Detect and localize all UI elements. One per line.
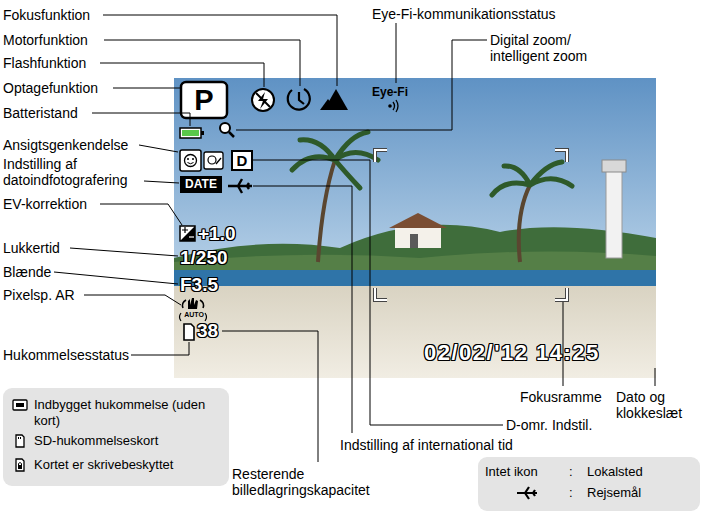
callout-label: D-omr. Indstil.	[506, 417, 592, 433]
airplane-icon	[228, 179, 252, 193]
ev-icon	[180, 226, 195, 241]
timer-hand	[299, 92, 304, 104]
focus-infinity-icon	[320, 99, 336, 110]
focus-frame	[375, 150, 567, 300]
tower	[606, 170, 622, 258]
callout-label: Hukommelsesstatus	[3, 347, 129, 363]
timer-icon	[288, 89, 310, 110]
callout-label: Digital zoom/ intelligent zoom	[490, 32, 615, 64]
screen-readout: F3.5	[180, 274, 218, 296]
hills-front	[174, 251, 656, 272]
panel-text: SD-hukommelseskort	[34, 433, 206, 449]
palm-trunk	[318, 160, 335, 262]
screen-sky	[174, 78, 656, 378]
beach	[174, 286, 656, 378]
panel-text: :	[569, 464, 587, 480]
panel-text: Intet ikon	[485, 464, 569, 480]
card-icon	[184, 324, 194, 340]
shake-hand	[188, 298, 198, 309]
palm-leaves	[492, 162, 572, 195]
callout-label: Eye-Fi-kommunikationsstatus	[372, 6, 556, 22]
date-imprint-box	[180, 176, 222, 193]
screen-readout: 1/250	[180, 247, 228, 269]
callout-label: Indstilling af international tid	[340, 437, 513, 453]
eyefi-text: Eye-Fi	[372, 86, 408, 100]
date-imprint-text: DATE	[180, 176, 222, 193]
shake-auto-text: AUTO	[181, 311, 207, 319]
flash-icon	[252, 89, 274, 111]
eyefi-waves	[393, 100, 398, 112]
sea	[174, 270, 656, 286]
callout-label: Batteristand	[3, 105, 78, 121]
panel-grid: Intet ikon:Lokalsted:Rejsemål	[485, 464, 693, 504]
callout-label: Flashfunktion	[3, 55, 86, 71]
drange-box	[232, 151, 252, 170]
callout-label: Fokusramme	[520, 389, 602, 405]
callout-label: Motorfunktion	[3, 32, 88, 48]
mode-letter: P	[181, 82, 227, 118]
callout-label: EV-korrektion	[3, 196, 87, 212]
focus-frame-shadow	[375, 150, 567, 300]
callout-label: Blænde	[3, 264, 51, 280]
callout-label: Optagefunktion	[3, 80, 98, 96]
battery-level	[182, 130, 199, 136]
eyefi-dot	[388, 104, 392, 108]
panel-text: Lokalsted	[587, 464, 693, 480]
screen-readout: +1.0	[198, 223, 236, 245]
house-door	[410, 234, 418, 248]
panel-grid: Indbygget hukommelse (uden kort) SD-hukom…	[12, 397, 220, 476]
panel-text: Kortet er skrivebeskyttet	[34, 457, 206, 473]
panel-text: Indbygget hukommelse (uden kort)	[34, 397, 206, 428]
screen-readout: 38	[197, 320, 218, 342]
battery-icon	[180, 128, 201, 138]
callout-label: Ansigtsgenkendelse	[3, 137, 128, 153]
face-icon-2	[204, 152, 223, 169]
panel-text: :	[569, 485, 587, 501]
panel-text: Rejsemål	[587, 485, 693, 501]
face-icon	[180, 150, 201, 171]
house-roof	[389, 213, 447, 228]
callout-label: Lukkertid	[3, 240, 60, 256]
zoom-handle	[229, 132, 234, 137]
tower-top	[602, 160, 626, 172]
hills	[174, 225, 656, 272]
panel-icon	[12, 457, 34, 476]
callout-label: Fokusfunktion	[3, 7, 90, 23]
zoom-icon	[220, 123, 230, 133]
battery-tip	[201, 131, 204, 135]
house	[395, 226, 441, 248]
panel-icon	[12, 397, 34, 416]
panel-icon	[12, 433, 34, 452]
callout-label: Indstilling af datoindfotografering	[3, 156, 148, 188]
info-panel: Intet ikon:Lokalsted:Rejsemål	[478, 457, 700, 511]
callout-label: Pixelsp. AR	[3, 287, 75, 303]
callout-label: Dato og klokkeslæt	[616, 389, 700, 421]
drange-letter: D	[232, 151, 252, 170]
date-time-readout: 02/02/'12 14:25	[424, 340, 600, 365]
callout-label: Resterende billedlagringskapacitet	[232, 466, 400, 498]
face-outline	[185, 155, 197, 167]
panel-icon	[485, 485, 569, 504]
palm-trunk	[519, 185, 530, 262]
info-panel: Indbygget hukommelse (uden kort) SD-hukom…	[3, 388, 229, 486]
flash-off-slash	[256, 93, 270, 107]
